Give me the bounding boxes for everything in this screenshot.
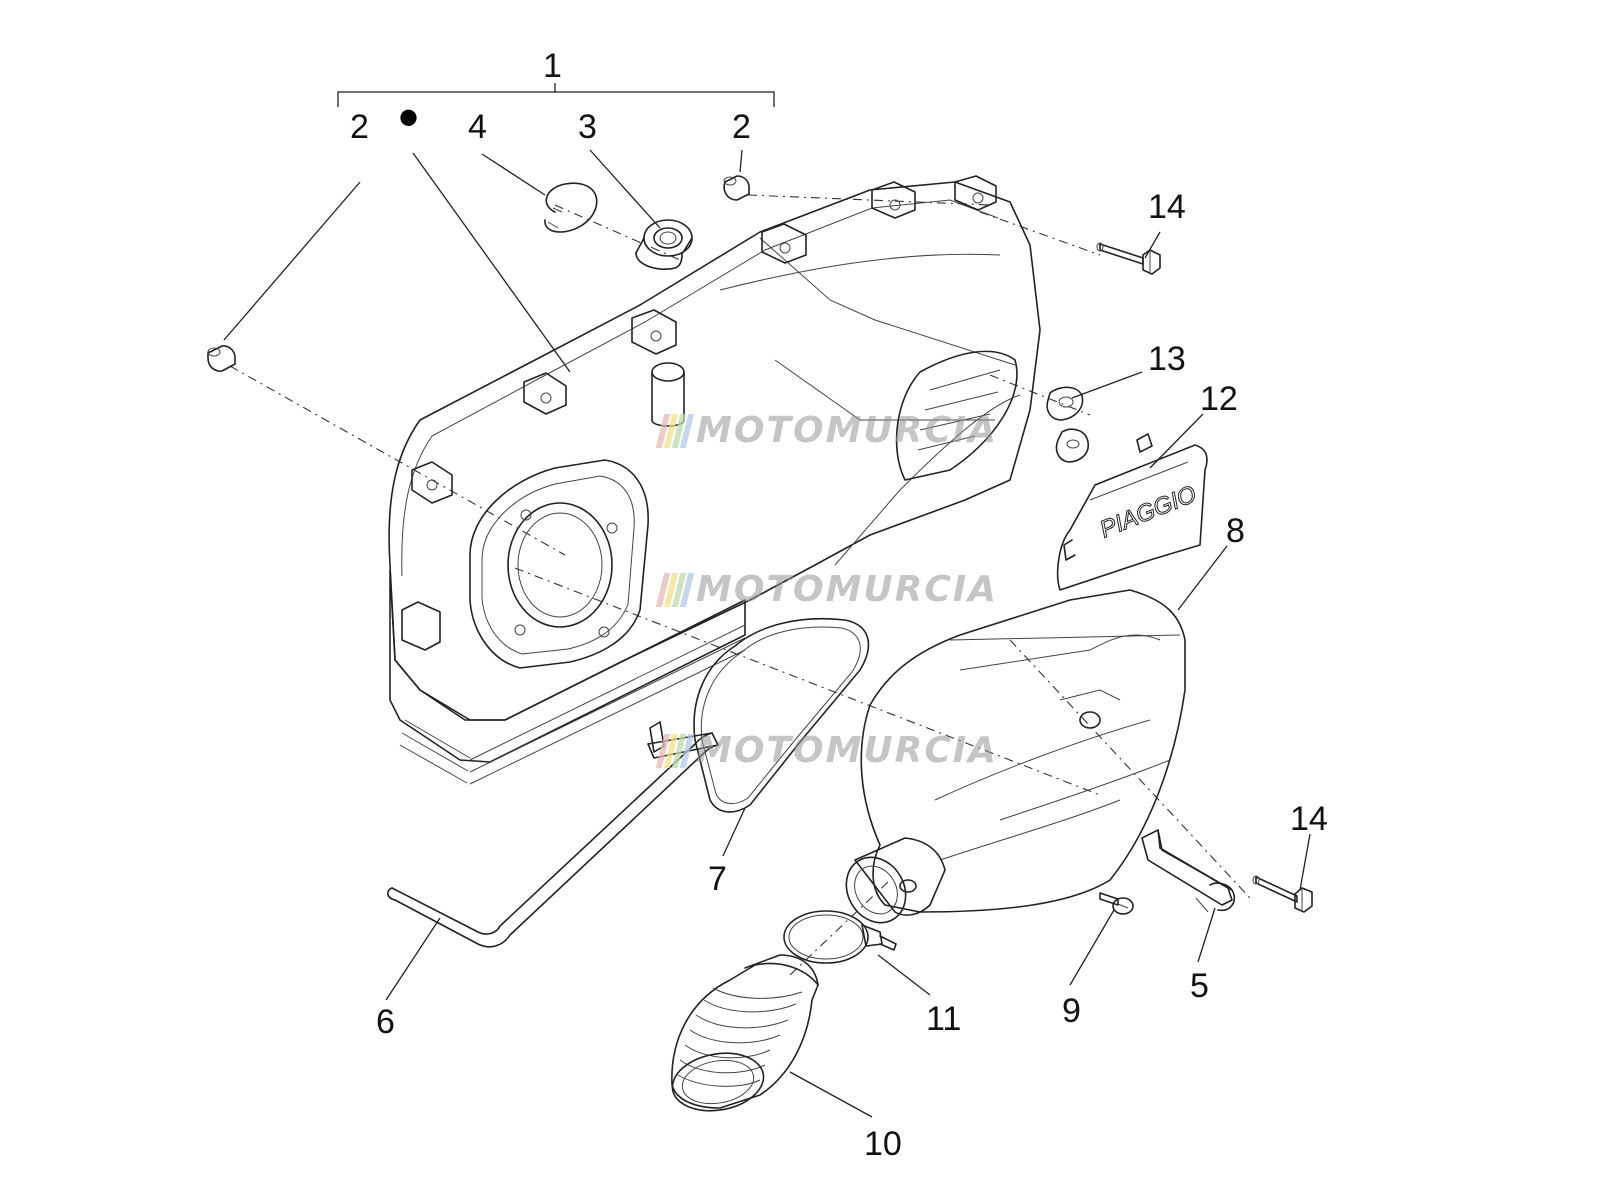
leader-lines xyxy=(223,149,1311,1118)
dowel-pin-left xyxy=(207,345,236,372)
watermark-bottom: MOTOMURCIA xyxy=(655,730,999,771)
assembly-bracket xyxy=(337,83,775,107)
callout-4: 4 xyxy=(468,108,487,146)
filter-gasket xyxy=(693,617,870,813)
callout-14-top: 14 xyxy=(1148,188,1186,226)
air-filter-box xyxy=(845,589,1186,924)
watermark-middle: MOTOMURCIA xyxy=(655,569,999,610)
callout-8: 8 xyxy=(1226,512,1245,550)
watermark-text: MOTOMURCIA xyxy=(696,410,999,451)
callout-3: 3 xyxy=(578,108,597,146)
callout-7: 7 xyxy=(708,860,727,898)
callout-9: 9 xyxy=(1062,992,1081,1030)
watermark-text: MOTOMURCIA xyxy=(696,730,999,771)
axis-washer xyxy=(989,374,1091,416)
callout-14-bottom: 14 xyxy=(1290,800,1328,838)
callout-2-right: 2 xyxy=(732,108,751,146)
circlip xyxy=(544,182,598,233)
axis-bolt-top xyxy=(979,211,1101,256)
watermark-logo-icon xyxy=(655,573,696,607)
piaggio-badge: PIAGGIO xyxy=(1056,433,1208,591)
callout-2-left: 2 xyxy=(350,108,369,146)
dowel-pin-right xyxy=(723,175,750,201)
callout-12: 12 xyxy=(1200,380,1238,418)
watermark-top: MOTOMURCIA xyxy=(655,410,999,451)
bolt-bottom xyxy=(1252,875,1313,913)
transmission-cover xyxy=(388,175,1041,785)
callout-kit-dot: • xyxy=(398,84,419,151)
hose-clamp xyxy=(783,910,897,964)
watermark-logo-icon xyxy=(655,734,696,768)
axis-intake xyxy=(789,879,891,976)
axis-dowel-left xyxy=(229,365,566,556)
callout-6: 6 xyxy=(376,1003,395,1041)
callout-13: 13 xyxy=(1148,340,1186,378)
watermark-logo-icon xyxy=(655,414,696,448)
axis-dowel-right xyxy=(747,194,991,206)
assembly-axes xyxy=(229,194,1251,976)
callout-5: 5 xyxy=(1190,967,1209,1005)
callout-labels: 1 2 • 4 3 2 14 13 12 8 7 6 10 11 9 5 14 xyxy=(350,47,1328,1163)
screw xyxy=(1099,892,1134,915)
axis-bearing xyxy=(554,204,681,261)
callout-10: 10 xyxy=(864,1125,902,1163)
intake-bellows xyxy=(671,954,819,1112)
badge-label: PIAGGIO xyxy=(1096,481,1200,544)
axis-lower xyxy=(1009,639,1251,899)
callout-1: 1 xyxy=(543,47,562,85)
bearing xyxy=(635,219,693,270)
watermark-text: MOTOMURCIA xyxy=(696,569,999,610)
washer-grommet xyxy=(1046,386,1090,463)
mounting-bracket xyxy=(1141,829,1236,913)
callout-11: 11 xyxy=(926,1000,961,1038)
